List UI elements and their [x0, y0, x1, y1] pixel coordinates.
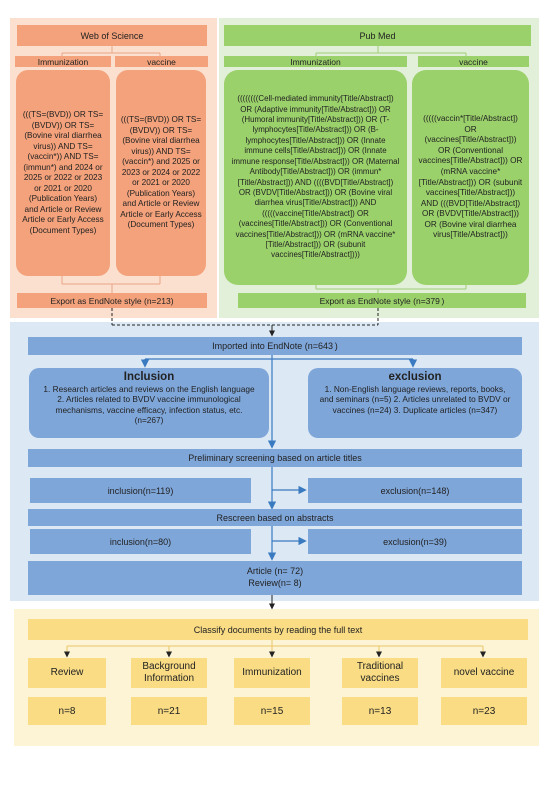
- pubmed-title: Pub Med: [224, 25, 531, 46]
- abstract-inclusion: inclusion(n=80): [30, 529, 251, 554]
- pubmed-tree-lines: [315, 46, 467, 293]
- wos-query-vaccine: (((TS=(BVD)) OR TS=(BVDV)) OR TS=(Bovine…: [116, 70, 206, 276]
- final-review-count: Review(n= 8): [248, 578, 302, 588]
- category-immunization-label: Immunization: [234, 658, 310, 688]
- pubmed-query-vaccine: (((((vaccin*[Title/Abstract]) OR (vaccin…: [412, 70, 529, 285]
- wos-immunization-label: Immunization: [15, 56, 111, 67]
- exclusion-title: exclusion: [388, 371, 442, 383]
- pubmed-query-immunization: ((((((((Cell-mediated immunity[Title/Abs…: [224, 70, 407, 285]
- wos-vaccine-label: vaccine: [115, 56, 208, 67]
- abstract-screening: Rescreen based on abstracts: [28, 509, 522, 526]
- classify-title: Classify documents by reading the full t…: [28, 619, 528, 640]
- category-background-label: Background Information: [131, 658, 207, 688]
- imported-endnote: Imported into EndNote (n=643 ): [28, 337, 522, 355]
- inclusion-criteria: 1. Research articles and reviews on the …: [43, 384, 255, 426]
- final-article-count: Article (n= 72): [246, 566, 304, 576]
- wos-tree-lines: [61, 46, 161, 293]
- wos-export: Export as EndNote style (n=213): [17, 293, 207, 308]
- pubmed-export: Export as EndNote style (n=379 ): [238, 293, 526, 308]
- pubmed-vaccine-label: vaccine: [418, 56, 529, 67]
- pubmed-immunization-label: Immunization: [224, 56, 407, 67]
- merge-dashed-lines: [111, 308, 379, 326]
- abstract-exclusion: exclusion(n=39): [308, 529, 522, 554]
- category-traditional-label: Traditional vaccines: [342, 658, 418, 688]
- inclusion-box: Inclusion 1. Research articles and revie…: [29, 368, 269, 438]
- category-immunization-count: n=15: [234, 697, 310, 725]
- wos-query-immunization: (((TS=(BVD)) OR TS=(BVDV)) OR TS=(Bovine…: [16, 70, 110, 276]
- screening-arrows: [140, 355, 418, 561]
- exclusion-criteria: 1. Non-English language reviews, reports…: [319, 384, 511, 415]
- category-traditional-count: n=13: [342, 697, 418, 725]
- inclusion-title: Inclusion: [123, 371, 175, 383]
- title-exclusion: exclusion(n=148): [308, 478, 522, 503]
- category-background-count: n=21: [131, 697, 207, 725]
- classify-tree-lines: [64, 640, 486, 658]
- final-result-box: Article (n= 72) Review(n= 8): [28, 561, 522, 595]
- category-review-label: Review: [28, 658, 106, 688]
- category-review-count: n=8: [28, 697, 106, 725]
- title-inclusion: inclusion(n=119): [30, 478, 251, 503]
- category-novel-label: novel vaccine: [441, 658, 527, 688]
- wos-title: Web of Science: [17, 25, 207, 46]
- category-novel-count: n=23: [441, 697, 527, 725]
- title-screening: Preliminary screening based on article t…: [28, 449, 522, 467]
- exclusion-box: exclusion 1. Non-English language review…: [308, 368, 522, 438]
